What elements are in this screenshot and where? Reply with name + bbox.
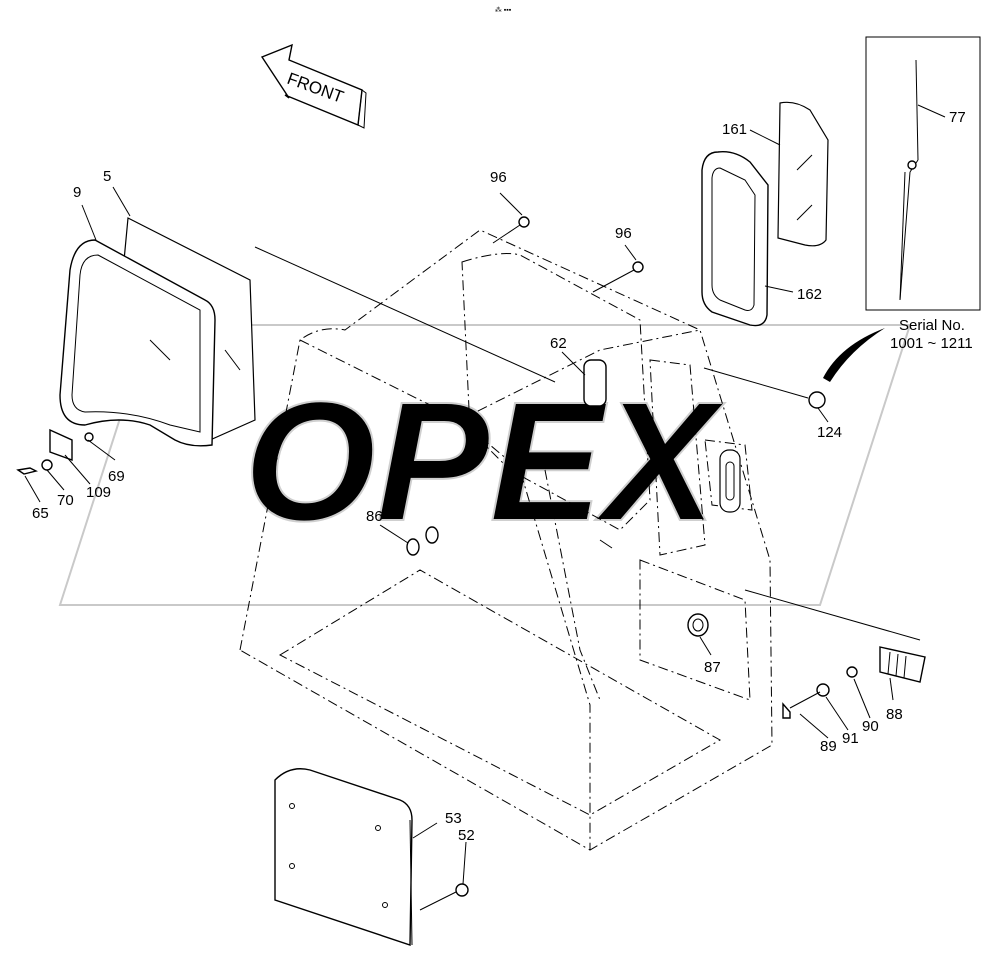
serial-pointer [823, 328, 885, 382]
part-96-nuts [492, 216, 644, 293]
callout-109: 109 [86, 484, 111, 501]
watermark-text: OPEX [244, 367, 725, 557]
part-88-lever [879, 646, 926, 683]
antenna-inset-box [865, 36, 981, 311]
callout-162: 162 [797, 286, 822, 303]
callout-5: 5 [103, 168, 111, 185]
callout-96b: 96 [615, 225, 632, 242]
callout-65: 65 [32, 505, 49, 522]
part-53-panel [274, 768, 413, 946]
callout-53: 53 [445, 810, 462, 827]
part-69-109-bracket [16, 428, 94, 475]
callout-labels: 5 9 69 65 70 109 96 96 161 162 77 62 124… [32, 109, 966, 844]
header-mark: ⁂ ▪▪▪ [495, 6, 512, 14]
leader-lines [24, 104, 946, 885]
part-124-fastener [703, 367, 826, 409]
part-161-glass [777, 101, 829, 247]
callout-87: 87 [704, 659, 721, 676]
callout-69: 69 [108, 468, 125, 485]
callout-89: 89 [820, 738, 837, 755]
callout-91: 91 [842, 730, 859, 747]
part-87-grommet [687, 613, 709, 637]
callout-86: 86 [366, 508, 383, 525]
part-162-seal [701, 151, 769, 327]
callout-62: 62 [550, 335, 567, 352]
part-89-91-bolt [782, 666, 858, 719]
callout-88: 88 [886, 706, 903, 723]
part-52-clip [419, 883, 469, 911]
serial-note: Serial No. 1001 ~ 1211 [890, 317, 973, 352]
cab-body [239, 229, 773, 851]
callout-124: 124 [817, 424, 842, 441]
part-62-handle [583, 359, 607, 407]
callout-161: 161 [722, 121, 747, 138]
callout-96a: 96 [490, 169, 507, 186]
serial-line2: 1001 ~ 1211 [890, 335, 973, 352]
callout-77: 77 [949, 109, 966, 126]
callout-70: 70 [57, 492, 74, 509]
callout-52: 52 [458, 827, 475, 844]
door-frame [719, 449, 741, 513]
front-arrow: FRONT [260, 43, 367, 129]
part-86-grommet [406, 526, 439, 556]
part-9-window-seal [59, 239, 241, 447]
serial-line1: Serial No. [899, 317, 965, 334]
callout-90: 90 [862, 718, 879, 735]
callout-9: 9 [73, 184, 81, 201]
